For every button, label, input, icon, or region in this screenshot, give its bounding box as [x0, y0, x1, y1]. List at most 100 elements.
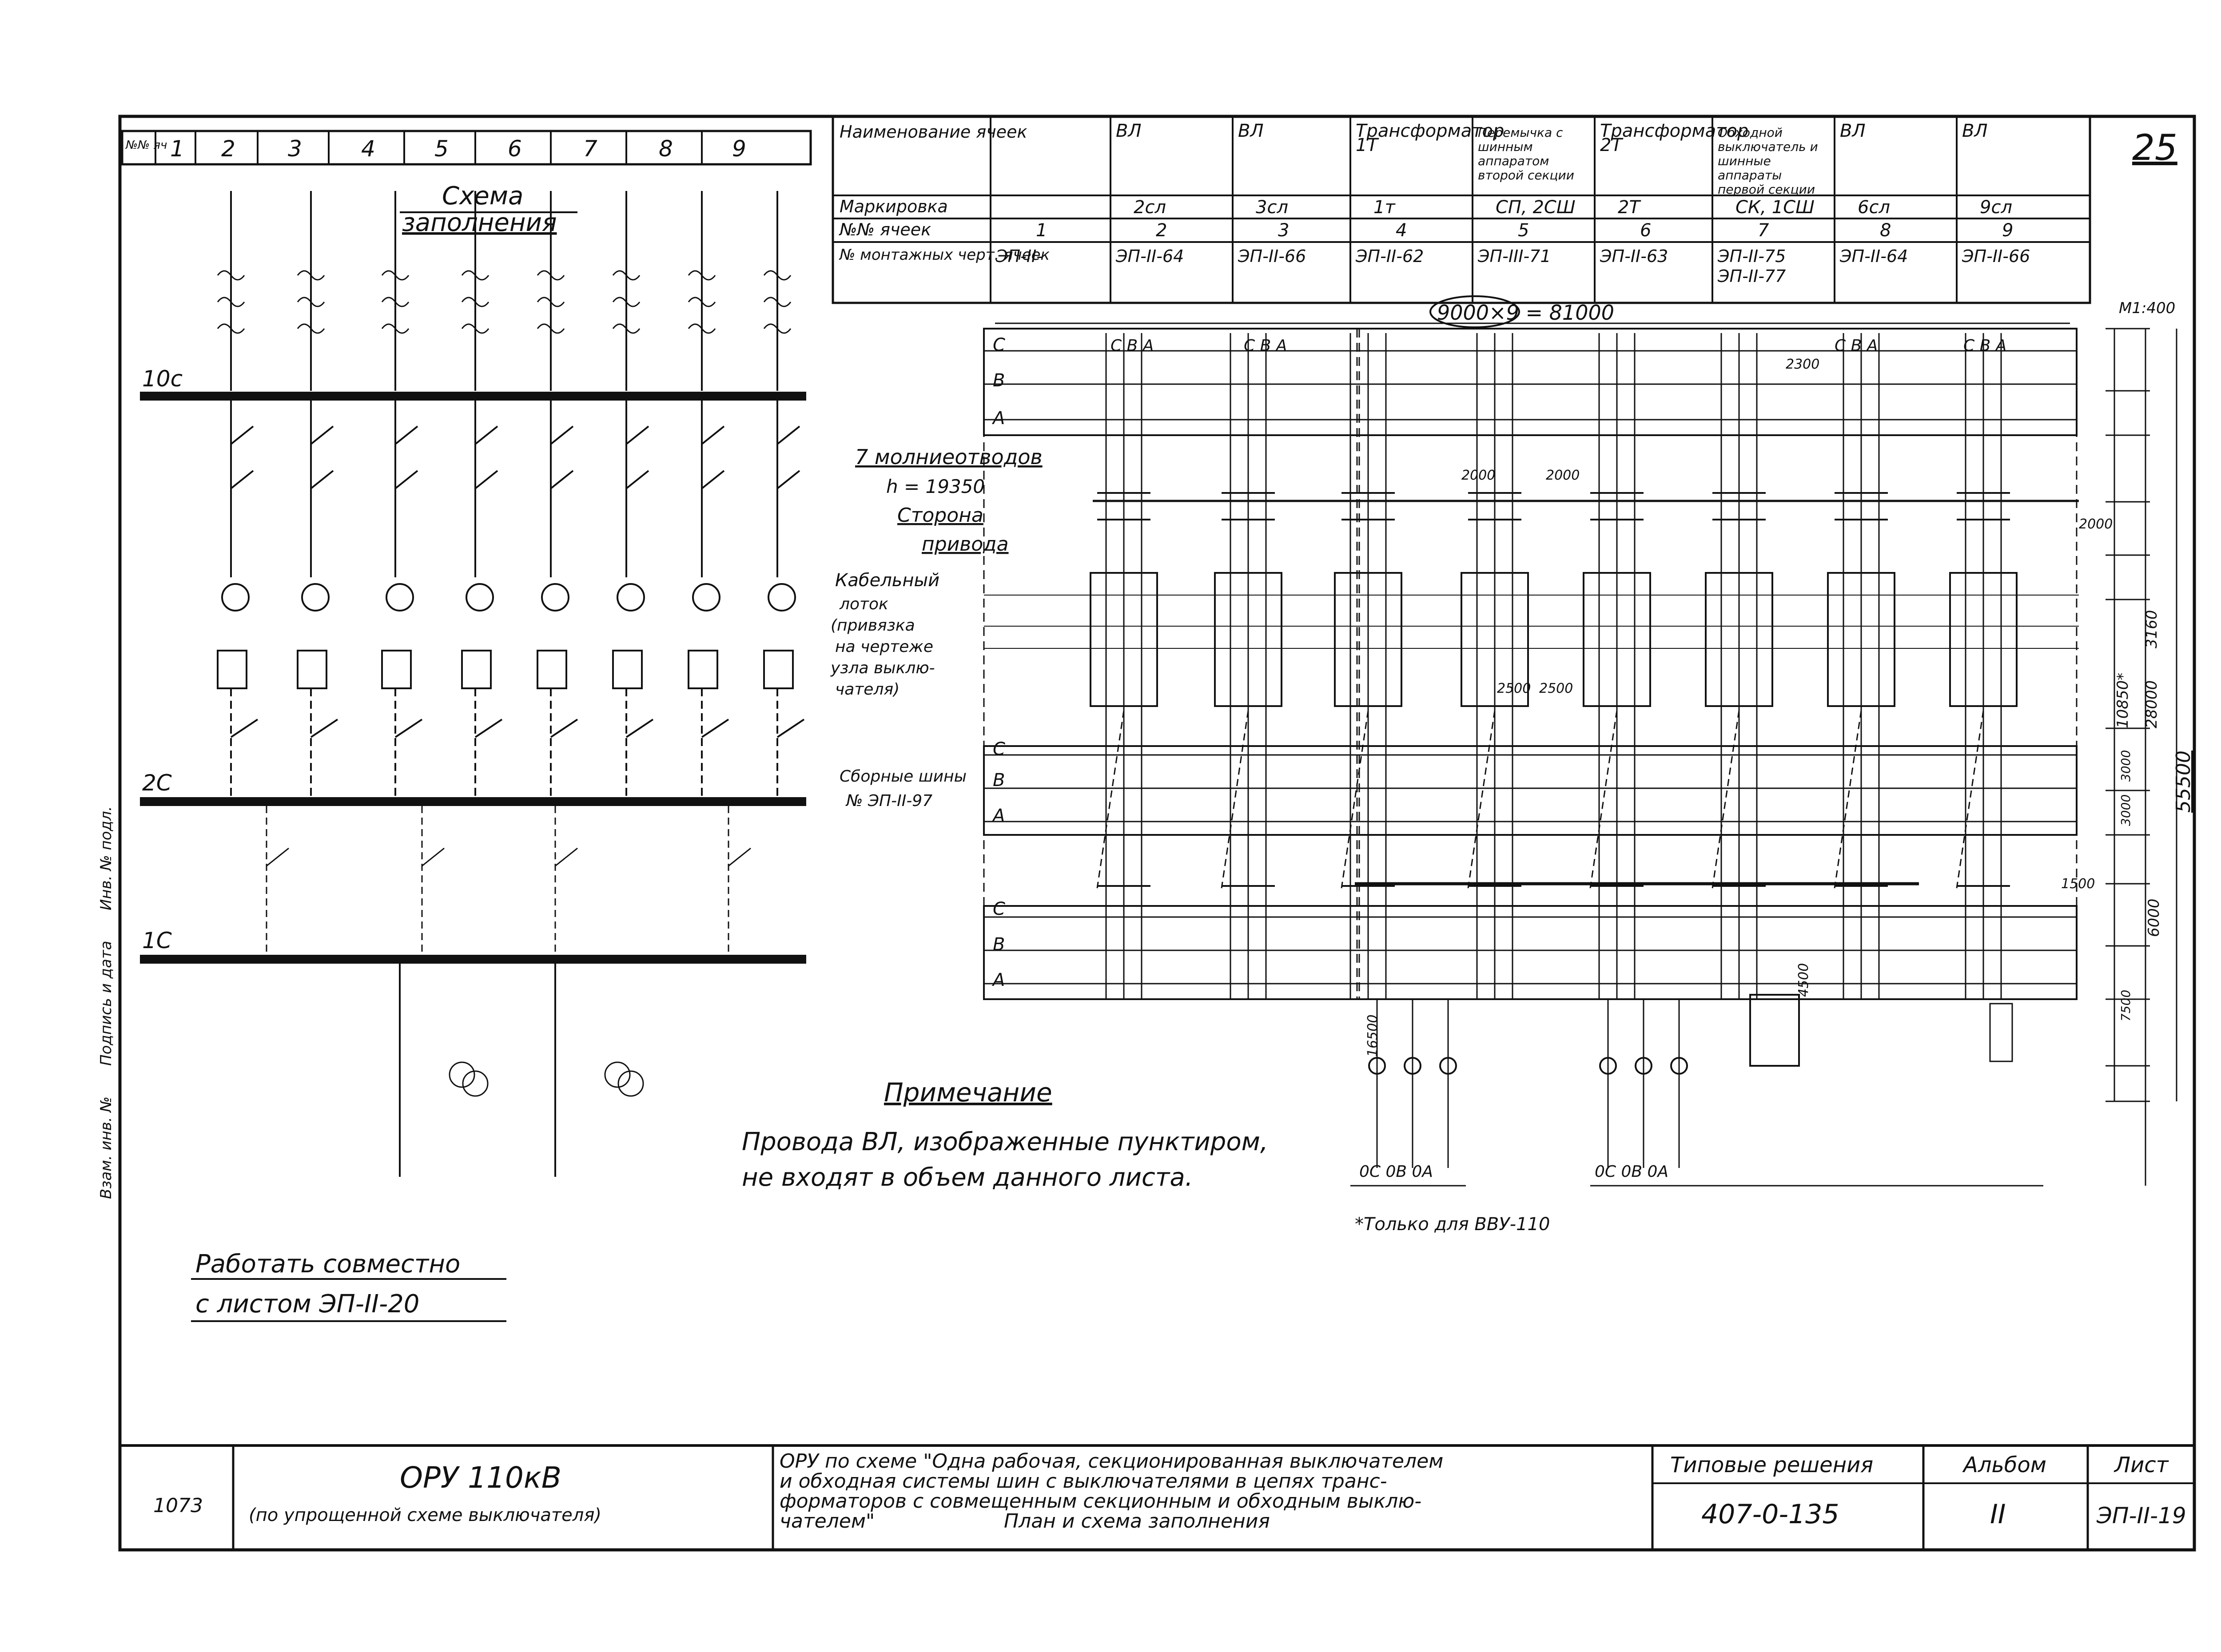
dim-10850: 10850*	[2114, 673, 2132, 728]
desc-line5: План и схема заполнения	[1004, 1510, 1270, 1533]
dim-2000a: 2000	[1461, 468, 1495, 483]
dim-2300: 2300	[1786, 357, 1819, 372]
bus-label-10c: 10с	[142, 366, 183, 392]
note-line1: Провода ВЛ, изображенные пунктиром,	[742, 1128, 1268, 1156]
feeder-4	[381, 191, 423, 797]
svg-text:Трансформатор: Трансформатор	[1600, 121, 1748, 141]
svg-text:шинные: шинные	[1718, 154, 1771, 168]
cell-number-4: 4	[361, 136, 375, 162]
svg-text:ЭП-II-62: ЭП-II-62	[1355, 246, 1424, 266]
table-column-1: 1ЭП-II-	[995, 220, 1047, 266]
row-header-name: Наименование ячеек	[840, 122, 1027, 142]
margin-label-1: Взам. инв. №	[97, 1096, 115, 1199]
desc-line4: чателем"	[780, 1510, 875, 1533]
svg-text:ЭП-II-64: ЭП-II-64	[1115, 246, 1184, 266]
drive-side-label-1: Сторона	[897, 504, 983, 527]
bus-1c	[140, 955, 806, 964]
bay-phases-9: С В А	[1963, 337, 2006, 355]
dim-2500a: 2500	[1497, 681, 1531, 696]
top-gantry	[983, 328, 2078, 436]
feeder-3	[297, 191, 338, 797]
bypass-frame	[1749, 994, 1800, 1067]
switchyard-plan: 9000×9 = 81000 С В А С В А С В А С В А С…	[830, 295, 2195, 1187]
svg-text:второй секции: второй секции	[1478, 168, 1574, 183]
svg-text:ЭП-II-63: ЭП-II-63	[1600, 246, 1668, 266]
work-with-line2: с листом ЭП-II-20	[195, 1290, 419, 1318]
lightning-rods-label: 7 молниеотводов	[855, 445, 1043, 469]
dim-1500: 1500	[2061, 876, 2095, 892]
phase-b-top: В	[993, 370, 1005, 391]
plan-bay-8	[1827, 333, 1895, 999]
svg-text:7: 7	[1758, 220, 1769, 241]
cell-number-9: 9	[732, 136, 746, 162]
svg-text:выключатель и: выключатель и	[1718, 139, 1818, 154]
cable-tray-5: узла выклю-	[830, 659, 935, 677]
svg-text:ВЛ: ВЛ	[1840, 121, 1866, 141]
svg-text:Перемычка с: Перемычка с	[1478, 125, 1563, 140]
bottom-phases-right: 0С 0В 0А	[1595, 1163, 1668, 1181]
dim-7500: 7500	[2118, 990, 2133, 1021]
svg-text:1: 1	[1036, 220, 1047, 241]
svg-text:9сл: 9сл	[1980, 197, 2012, 218]
cable-tray-2: лоток	[839, 595, 888, 613]
work-with-line1: Работать совместно	[195, 1250, 460, 1279]
plan-bay-5	[1461, 333, 1529, 999]
cell-number-1: 1	[170, 136, 184, 162]
lightning-rods-height: h = 19350	[886, 476, 985, 497]
svg-text:СК, 1СШ: СК, 1СШ	[1735, 197, 1815, 218]
feeder-7	[612, 191, 654, 797]
phase-b-mid: В	[993, 770, 1005, 790]
svg-text:4: 4	[1396, 220, 1407, 241]
plan-bay-6	[1583, 333, 1651, 999]
svg-text:ВЛ: ВЛ	[1238, 121, 1264, 141]
object-subtitle: (по упрощенной схеме выключателя)	[249, 1505, 601, 1525]
desc-line3: форматоров с совмещенным секционным и об…	[780, 1490, 1421, 1513]
bottom-gantry	[983, 905, 2078, 1000]
typical-label: Типовые решения	[1670, 1453, 1873, 1477]
desc-line2: и обходная системы шин с выключателями в…	[780, 1470, 1387, 1493]
svg-text:ВЛ: ВЛ	[1962, 121, 1988, 141]
bay-phases-8: С В А	[1835, 337, 1878, 355]
svg-text:ЭП-III-71: ЭП-III-71	[1477, 246, 1551, 266]
plan-bay-9	[1949, 333, 2018, 999]
cable-tray-1: Кабельный	[835, 570, 939, 591]
svg-text:ЭП-II-64: ЭП-II-64	[1839, 246, 1908, 266]
dim-2000c: 2000	[2079, 516, 2113, 532]
feeder-6	[537, 191, 578, 797]
svg-text:3: 3	[1278, 220, 1289, 241]
album-value: II	[1990, 1499, 2006, 1530]
margin-label-2: Подпись и дата	[97, 941, 115, 1066]
busbars-label-1: Сборные шины	[840, 767, 967, 786]
work-with-note: Работать совместно с листом ЭП-II-20	[191, 1250, 506, 1322]
svg-text:5: 5	[1518, 220, 1529, 241]
phase-a-bot: А	[991, 970, 1005, 990]
plan-bay-3	[1214, 333, 1282, 999]
svg-text:8: 8	[1880, 220, 1891, 241]
svg-text:6: 6	[1640, 220, 1651, 241]
svg-text:6сл: 6сл	[1858, 197, 1890, 218]
svg-text:первой секции: первой секции	[1718, 182, 1815, 197]
svg-text:ЭП-II-66: ЭП-II-66	[1238, 246, 1306, 266]
feeder-9	[763, 191, 805, 797]
bay-phases-1: С В А	[1110, 337, 1154, 355]
object-title: ОРУ 110кВ	[400, 1461, 561, 1495]
dim-28000: 28000	[2143, 680, 2161, 728]
scheme-title-1: Схема	[442, 182, 523, 210]
small-box	[1989, 1003, 2013, 1062]
dim-4500: 4500	[1796, 963, 1811, 997]
svg-text:2сл: 2сл	[1134, 197, 1166, 218]
busbars-label-2: № ЭП-II-97	[845, 792, 932, 810]
phase-a-top: А	[991, 408, 1005, 429]
svg-text:ЭП-II-75: ЭП-II-75	[1717, 246, 1786, 266]
svg-text:2Т: 2Т	[1618, 197, 1641, 218]
row-header-mark: Маркировка	[840, 197, 948, 216]
album-label: Альбом	[1962, 1453, 2046, 1477]
svg-text:9: 9	[2002, 220, 2013, 241]
